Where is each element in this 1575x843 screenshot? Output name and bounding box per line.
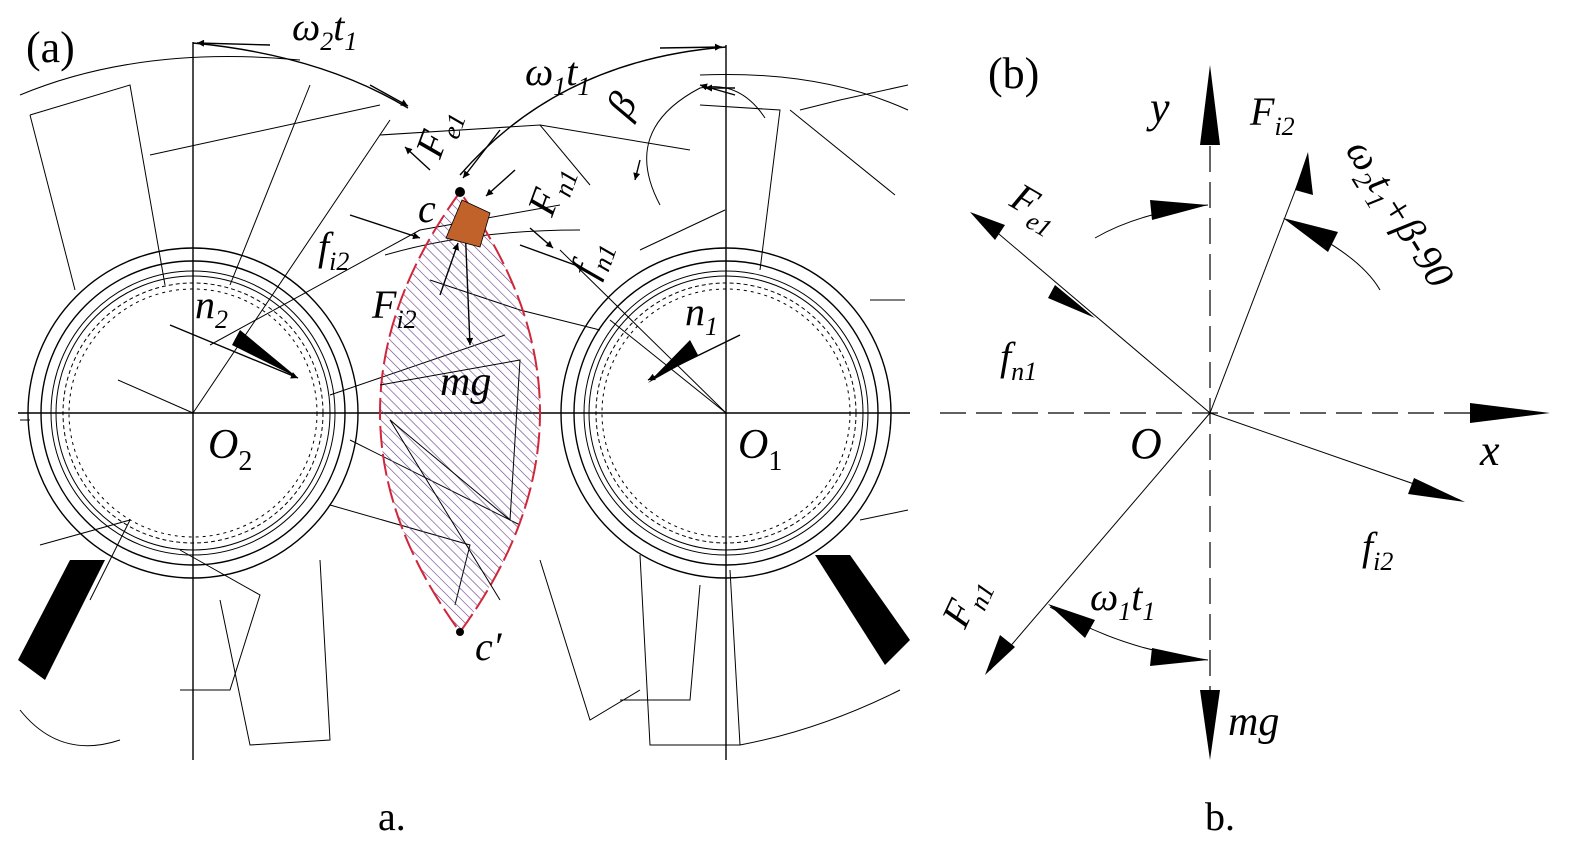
fi2-line: [1209, 164, 1306, 414]
label-o2: O2: [208, 422, 252, 477]
label-o: O: [1130, 419, 1162, 468]
particle: [445, 199, 491, 248]
label-fe1-b: Fe1: [999, 173, 1068, 243]
panel-a: [18, 40, 910, 760]
arc-fi2-arrowhead: [1283, 218, 1338, 252]
material-lens-region: [379, 190, 541, 634]
fe1-line: [979, 217, 1211, 414]
label-fi2-b: Fi2: [1249, 89, 1295, 141]
y-axis-arrow: [1200, 65, 1220, 145]
label-o1: O1: [738, 422, 782, 477]
arc-omega1t1: [459, 46, 727, 176]
panel-b-tag: (b): [988, 49, 1039, 98]
label-fi2-small-a: fi2: [318, 224, 349, 276]
point-c: [455, 187, 465, 197]
n2-arrowhead: [232, 330, 298, 378]
arc-omega1t1-arrowhead-1: [1048, 604, 1095, 638]
arc-beta: [646, 86, 766, 206]
blade-black-right: [815, 555, 910, 665]
label-x: x: [1479, 426, 1500, 475]
label-fi2-small-b: fi2: [1362, 524, 1393, 576]
caption-b: b.: [1205, 794, 1235, 839]
label-omega1t1: ω1t1: [525, 49, 590, 101]
label-beta: β: [596, 85, 645, 126]
label-mg-b: mg: [1228, 699, 1279, 745]
caption-a: a.: [378, 794, 406, 839]
label-fn1-b: Fn1: [932, 569, 1001, 638]
label-angle-b: ω2t1+β-90: [1331, 131, 1463, 299]
n1-arrowhead: [648, 340, 698, 383]
panel-b: [940, 65, 1550, 760]
label-fn1-a: Fn1: [518, 158, 584, 224]
label-mg-a: mg: [440, 359, 491, 405]
arc-omega2t1: [192, 42, 409, 109]
fi2-arrowhead: [1295, 152, 1313, 195]
fn1-arrowhead: [985, 635, 1015, 675]
arc-omega1t1-arrowhead-2: [1150, 648, 1208, 666]
fe1-arrowhead: [970, 212, 1005, 240]
fn1-small-arrowhead: [1048, 285, 1095, 318]
label-c-prime: c′: [475, 624, 503, 669]
blade-black-left: [18, 560, 105, 680]
fi2-small-arrowhead: [1408, 478, 1465, 502]
arc-fe1-arrowhead: [1150, 200, 1208, 220]
label-fn1-small-a: fn1: [561, 233, 623, 286]
label-c: c: [418, 186, 436, 231]
x-axis-arrow: [1470, 403, 1550, 423]
label-y: y: [1146, 83, 1170, 132]
label-omega2t1: ω2t1: [292, 4, 357, 56]
mg-arrow: [1200, 690, 1220, 760]
label-omega1t1-b: ω1t1: [1090, 574, 1155, 626]
force-arrows-a: [169, 40, 741, 381]
label-n1: n1: [685, 289, 718, 341]
panel-a-tag: (a): [26, 23, 75, 72]
label-n2: n2: [195, 282, 228, 334]
label-fi2-a: Fi2: [371, 282, 417, 334]
fn1-line: [989, 412, 1211, 671]
point-c-prime: [456, 628, 464, 636]
panel-b-labels: (b) y x O Fi2 Fe1 fn1 fi2 Fn1 ω1t1 ω2t1+…: [932, 49, 1500, 839]
label-fn1-small-b: fn1: [1000, 334, 1037, 386]
